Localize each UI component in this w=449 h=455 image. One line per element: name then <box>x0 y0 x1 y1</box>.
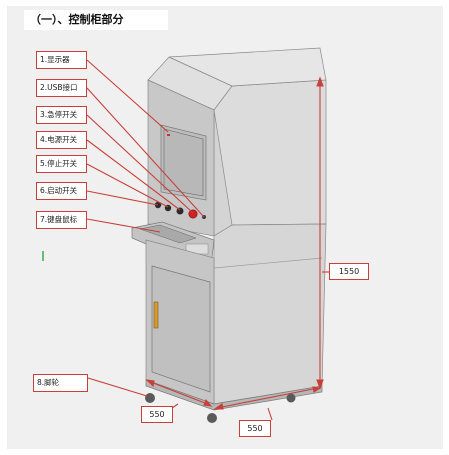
width-dimension-line <box>216 387 319 409</box>
leader-start <box>86 190 159 206</box>
height-arrow-top <box>316 76 324 87</box>
width-arrow-left <box>213 403 224 410</box>
depth-arrow-right <box>203 398 213 407</box>
section-heading: （一）、控制柜部分 <box>24 10 168 30</box>
width-arrow-right <box>312 386 322 393</box>
label-power: 4.电源开关 <box>36 131 87 149</box>
cabinet-base <box>145 379 323 411</box>
caster-front-right <box>207 413 217 423</box>
keyboard <box>139 224 197 244</box>
leader-power <box>86 139 181 211</box>
caster-front-left <box>145 393 155 403</box>
monitor-screen <box>163 128 204 197</box>
leader-caster <box>87 377 148 397</box>
monitor-indicator <box>167 134 170 136</box>
label-start: 6.启动开关 <box>36 182 87 200</box>
caster-back-right <box>286 393 296 403</box>
leader-display <box>86 59 169 133</box>
cabinet-right-top <box>168 47 327 87</box>
door-handle <box>153 301 159 329</box>
leader-usb <box>86 87 205 218</box>
height-arrow-bottom <box>316 379 324 390</box>
depth-label-leader <box>171 403 179 409</box>
depth-arrow-left <box>145 379 155 388</box>
label-stop: 5.停止开关 <box>36 155 87 173</box>
depth-dimension-line <box>147 380 211 406</box>
width-label-leader <box>267 407 273 421</box>
dimension-depth: 550 <box>141 406 173 423</box>
dimension-height: 1550 <box>329 263 369 280</box>
leader-keyboard <box>86 218 161 233</box>
emergency-stop-button <box>188 209 198 219</box>
label-usb: 2.USB接口 <box>36 79 87 97</box>
label-display: 1.显示器 <box>36 51 87 69</box>
cabinet-right-side <box>213 79 327 226</box>
label-keyboard: 7.键盘鼠标 <box>36 211 87 229</box>
right-panel-seam <box>213 257 323 269</box>
label-caster: 8.脚轮 <box>33 374 88 392</box>
label-estop: 3.急停开关 <box>36 106 87 124</box>
leader-stop <box>86 163 169 208</box>
leader-estop <box>86 114 194 214</box>
cabinet-right-lower <box>213 223 327 405</box>
cabinet-door <box>151 265 211 393</box>
dimension-width: 550 <box>239 420 271 437</box>
